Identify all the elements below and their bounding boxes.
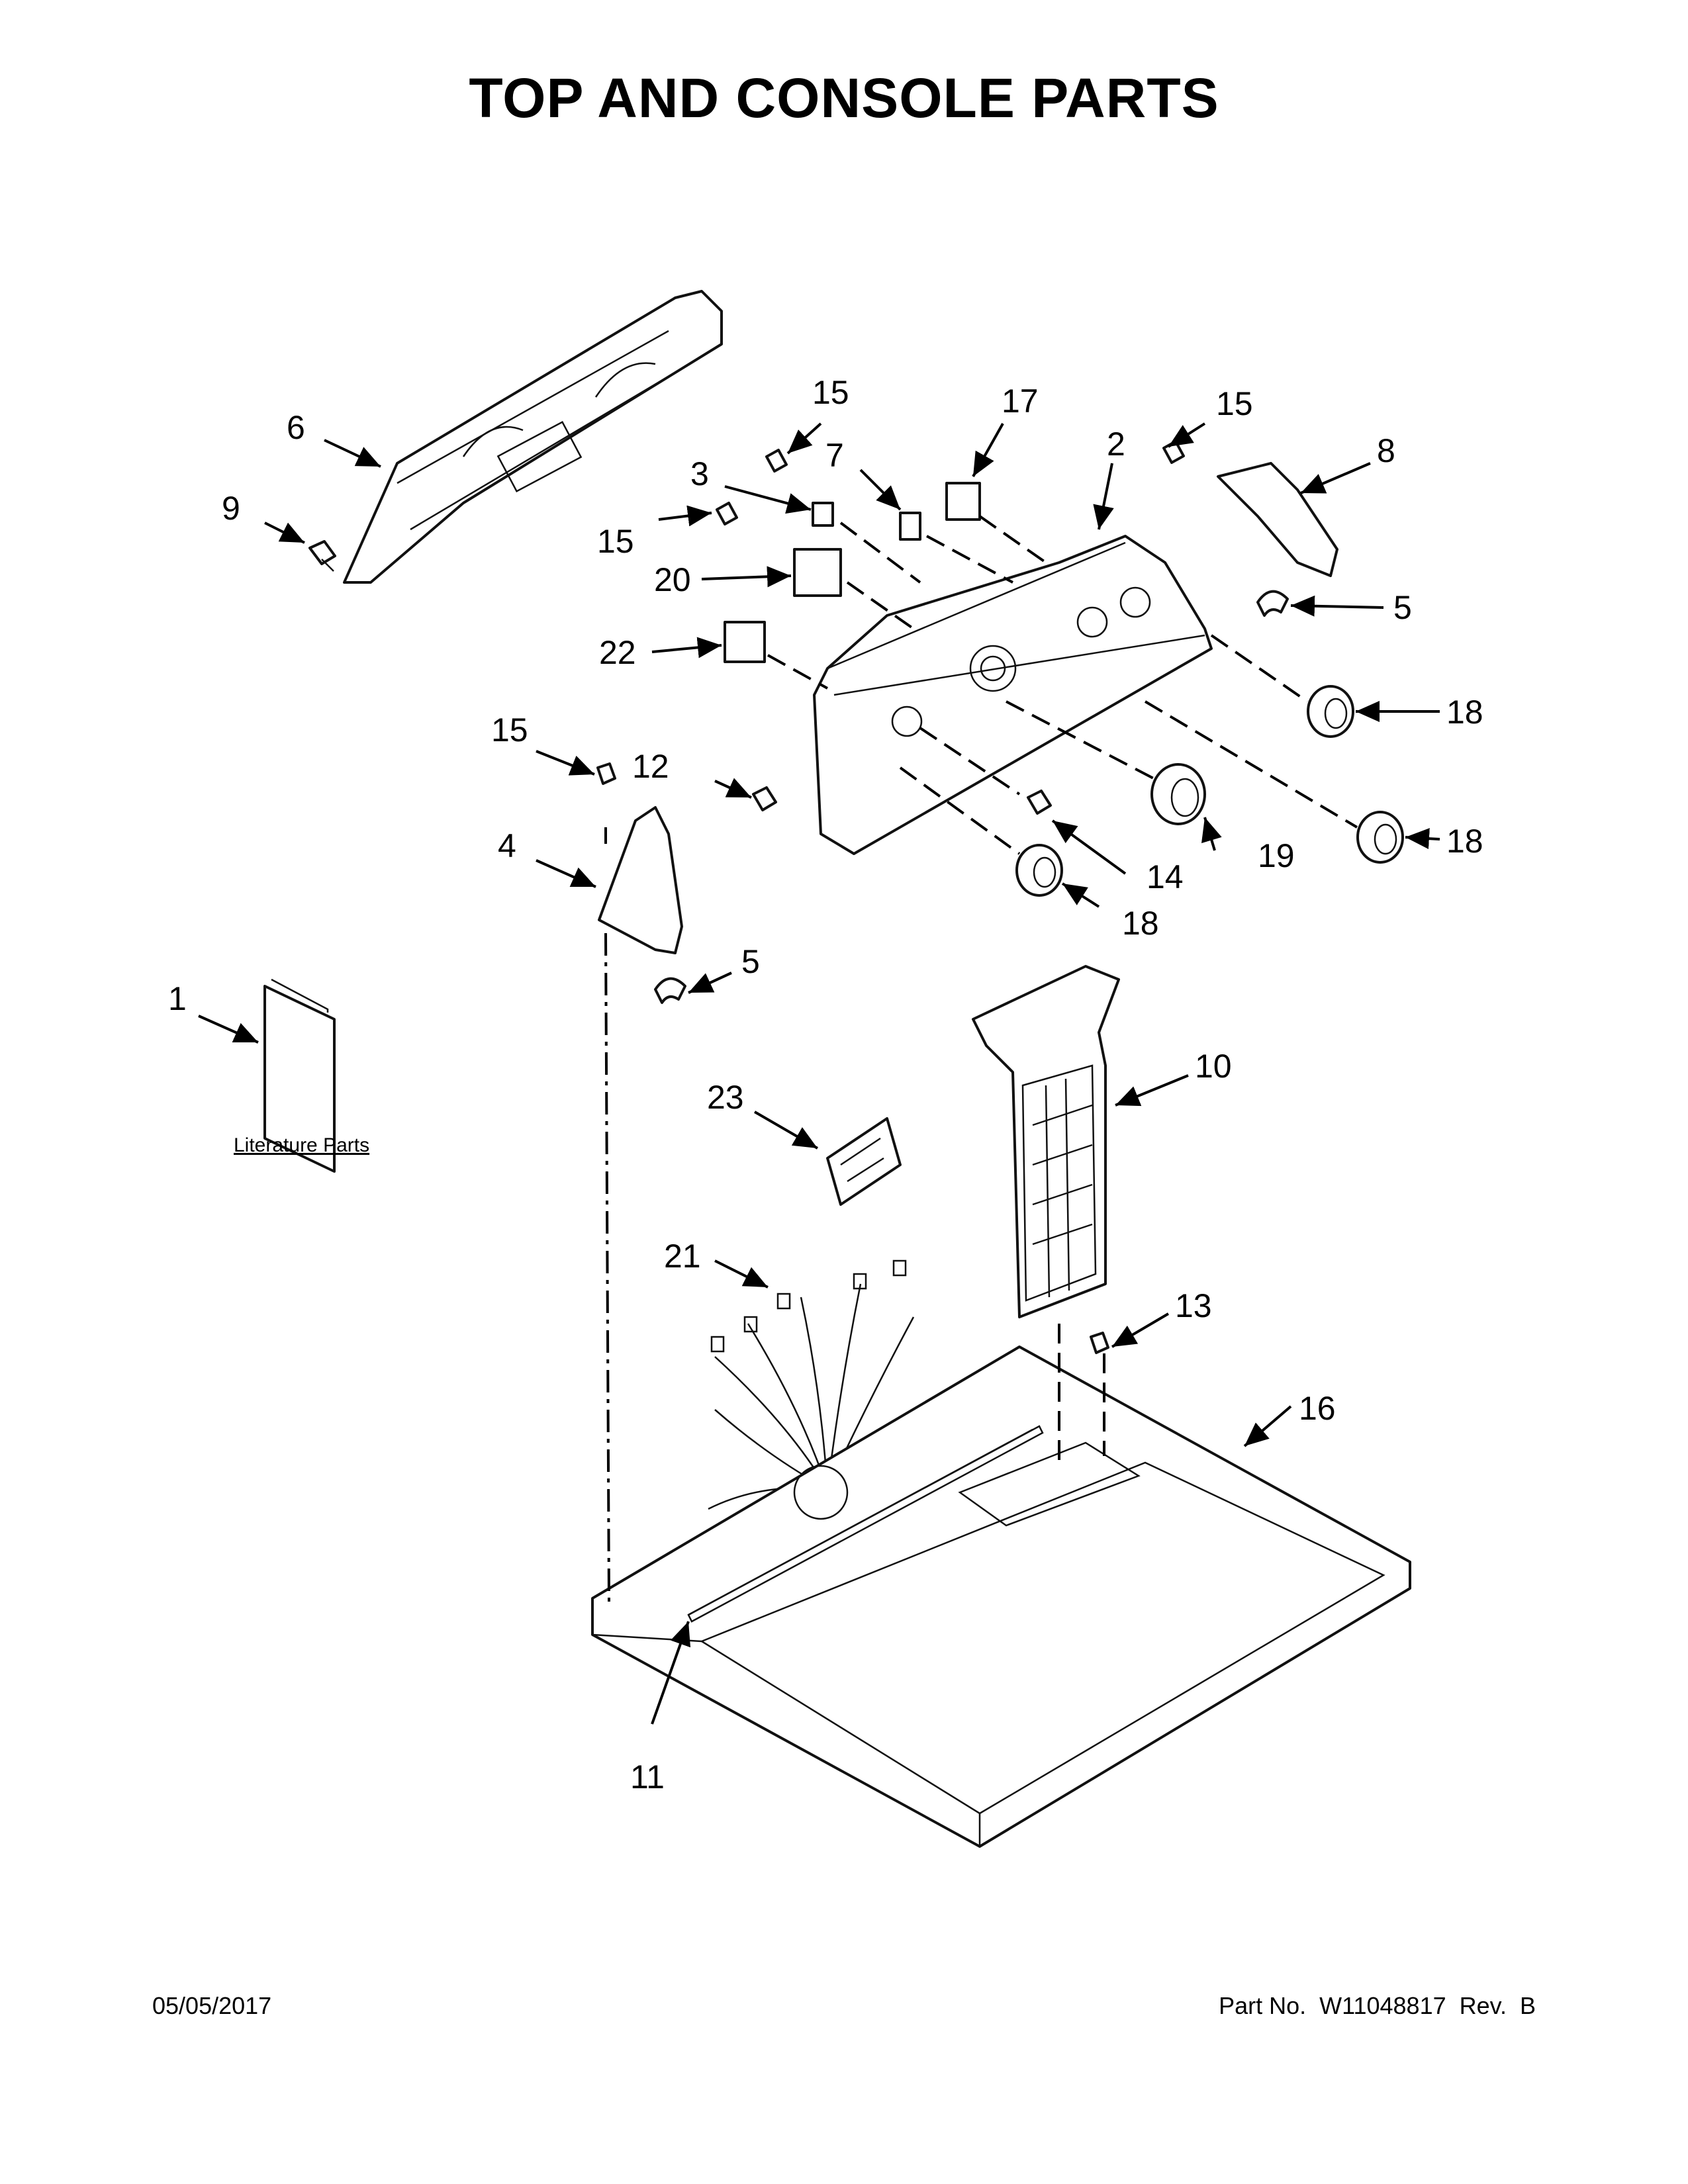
- screw-13: [1090, 1332, 1109, 1354]
- screw-15-left: [596, 762, 616, 785]
- top-panel: [591, 1345, 1411, 1848]
- callout-3: 3: [690, 455, 709, 492]
- screw-12: [752, 786, 777, 811]
- top-strip: [687, 1425, 1044, 1623]
- control-board: [826, 1117, 902, 1206]
- footer-date: 05/05/2017: [152, 1992, 272, 2019]
- callout-11: 11: [630, 1758, 665, 1796]
- literature-parts-label: Literature Parts: [234, 1134, 369, 1156]
- callout-19: 19: [1258, 837, 1295, 874]
- callout-18-c: 18: [1122, 905, 1159, 942]
- footer-part-number: Part No. W11048817 Rev. B: [1219, 1992, 1536, 2019]
- rear-console-panel: [343, 290, 723, 584]
- literature-book: [263, 978, 336, 1173]
- callout-23: 23: [707, 1079, 744, 1116]
- screw-15-top: [765, 449, 788, 473]
- screw-9: [308, 540, 336, 572]
- callout-21: 21: [664, 1238, 701, 1275]
- callout-17: 17: [1002, 383, 1039, 420]
- callout-14: 14: [1147, 858, 1184, 895]
- component-22: [724, 621, 766, 663]
- console-end-cap-right: [1217, 462, 1338, 577]
- lint-screen: [972, 965, 1120, 1318]
- callout-22: 22: [599, 634, 636, 671]
- component-3: [812, 502, 834, 527]
- screw-14: [1027, 790, 1052, 815]
- screw-15-mid: [716, 502, 738, 525]
- callout-4: 4: [498, 827, 516, 864]
- callout-18-a: 18: [1446, 694, 1483, 731]
- callout-13: 13: [1175, 1287, 1212, 1324]
- wire-harness: [708, 1259, 915, 1510]
- callout-8: 8: [1377, 432, 1395, 469]
- callout-20: 20: [654, 561, 691, 598]
- callout-12: 12: [632, 748, 669, 785]
- component-17: [945, 482, 981, 521]
- callout-10: 10: [1195, 1048, 1232, 1085]
- page-title: TOP AND CONSOLE PARTS: [469, 67, 1219, 129]
- clip-5-left: [654, 977, 686, 1004]
- callout-15-left: 15: [491, 711, 528, 749]
- component-20: [793, 548, 842, 597]
- callout-15-top: 15: [812, 374, 849, 411]
- callout-1: 1: [168, 980, 187, 1017]
- callout-2: 2: [1107, 426, 1125, 463]
- callout-18-b: 18: [1446, 823, 1483, 860]
- leader-lines: [198, 422, 1440, 1725]
- assembly-lines: [604, 515, 1358, 1602]
- callout-9: 9: [222, 490, 240, 527]
- callout-16: 16: [1299, 1390, 1336, 1427]
- callout-6: 6: [287, 409, 305, 446]
- knob-18-a: [1307, 685, 1354, 738]
- callout-15-mid: 15: [597, 523, 634, 560]
- knob-19: [1150, 763, 1206, 825]
- console: [813, 535, 1213, 855]
- knob-18-c: [1015, 844, 1063, 897]
- component-7: [899, 512, 921, 541]
- callout-5-left: 5: [741, 943, 760, 980]
- callout-15-right: 15: [1216, 385, 1253, 422]
- callout-7: 7: [825, 437, 844, 474]
- callout-5-right: 5: [1393, 589, 1412, 626]
- console-end-cap-left: [598, 806, 683, 954]
- knob-18-b: [1356, 811, 1404, 864]
- clip-5-right: [1256, 590, 1289, 617]
